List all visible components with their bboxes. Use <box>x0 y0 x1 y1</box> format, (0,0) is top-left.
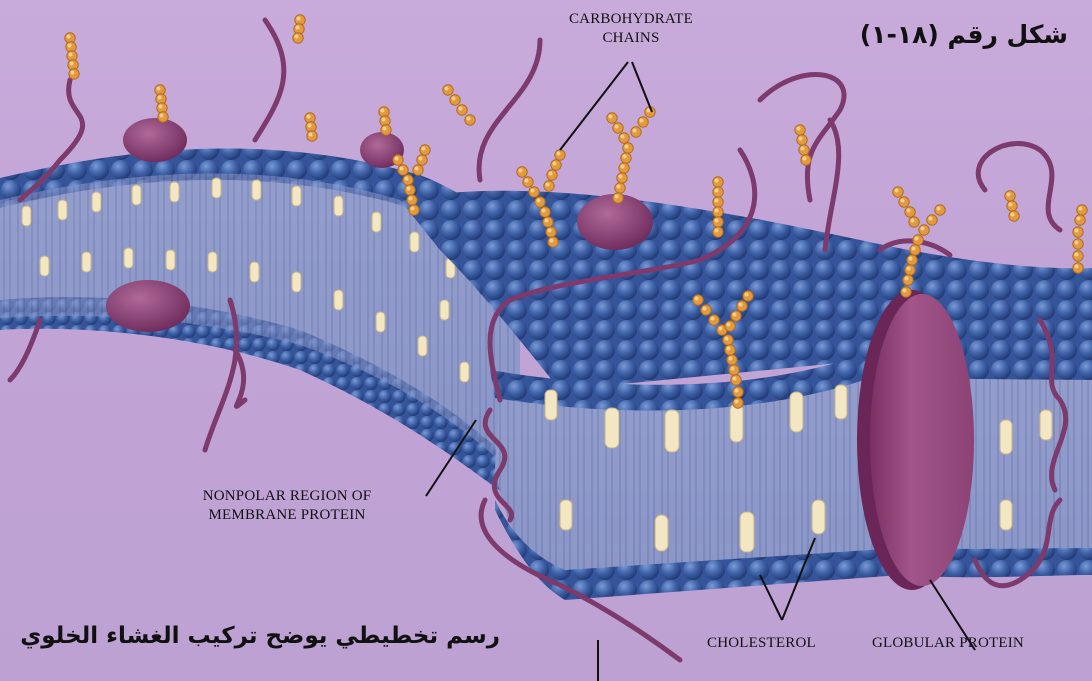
globular-protein-shape <box>857 290 974 590</box>
carbohydrate-leader-left <box>560 62 628 150</box>
carbohydrate-label-line1: CARBOHYDRATE <box>566 10 696 29</box>
nonpolar-label-line1: NONPOLAR REGION OF <box>158 487 416 506</box>
nonpolar-label-line2: MEMBRANE PROTEIN <box>158 506 416 525</box>
nonpolar-region-label: NONPOLAR REGION OF MEMBRANE PROTEIN <box>158 487 416 525</box>
globular-protein-label: GLOBULAR PROTEIN <box>872 634 1024 653</box>
membrane-main-section <box>400 191 1092 600</box>
carbohydrate-label-line2: CHAINS <box>566 29 696 48</box>
carbohydrate-chains-label: CARBOHYDRATE CHAINS <box>566 10 696 48</box>
cholesterol-label: CHOLESTEROL <box>707 634 816 653</box>
figure-caption: رسم تخطيطي يوضح تركيب الغشاء الخلوي <box>20 623 500 649</box>
figure-number-label: شكل رقم (١٨-١) <box>860 20 1068 49</box>
carbohydrate-leader-right <box>632 62 652 112</box>
